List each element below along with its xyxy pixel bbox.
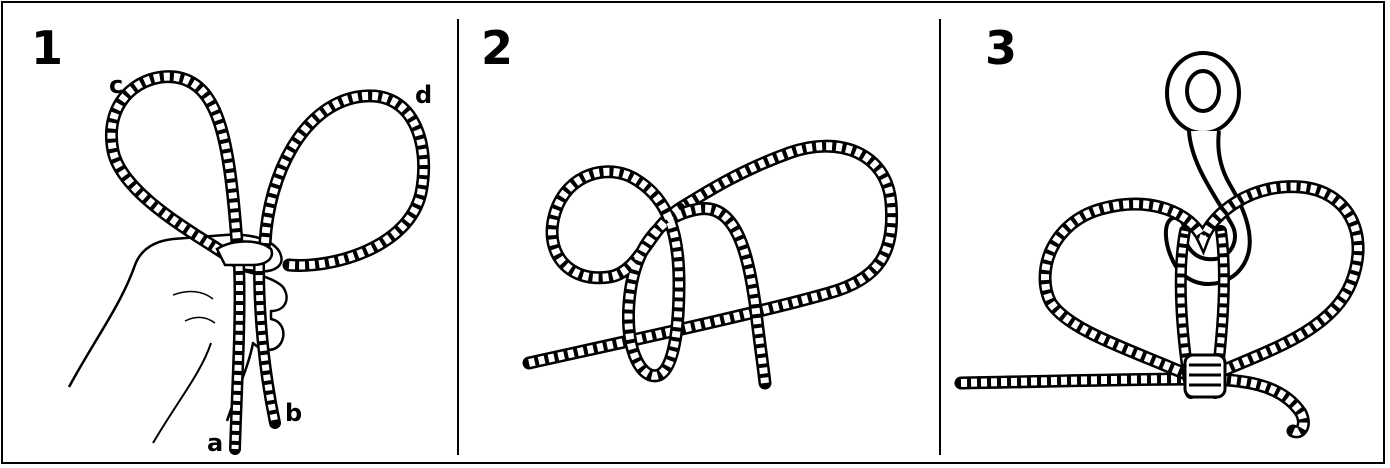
rope-end-label-a: a xyxy=(207,431,223,455)
step-3-panel: 3 xyxy=(941,3,1385,462)
step-3-drawing xyxy=(941,3,1385,462)
step-2-drawing xyxy=(459,3,939,462)
loop-label-d: d xyxy=(415,83,432,107)
step-2-panel: 2 xyxy=(459,3,939,462)
step-1-panel: 1 a b c xyxy=(3,3,457,462)
rope-end-label-b: b xyxy=(285,401,302,425)
step-1-drawing xyxy=(3,3,457,462)
loop-label-c: c xyxy=(109,73,123,97)
